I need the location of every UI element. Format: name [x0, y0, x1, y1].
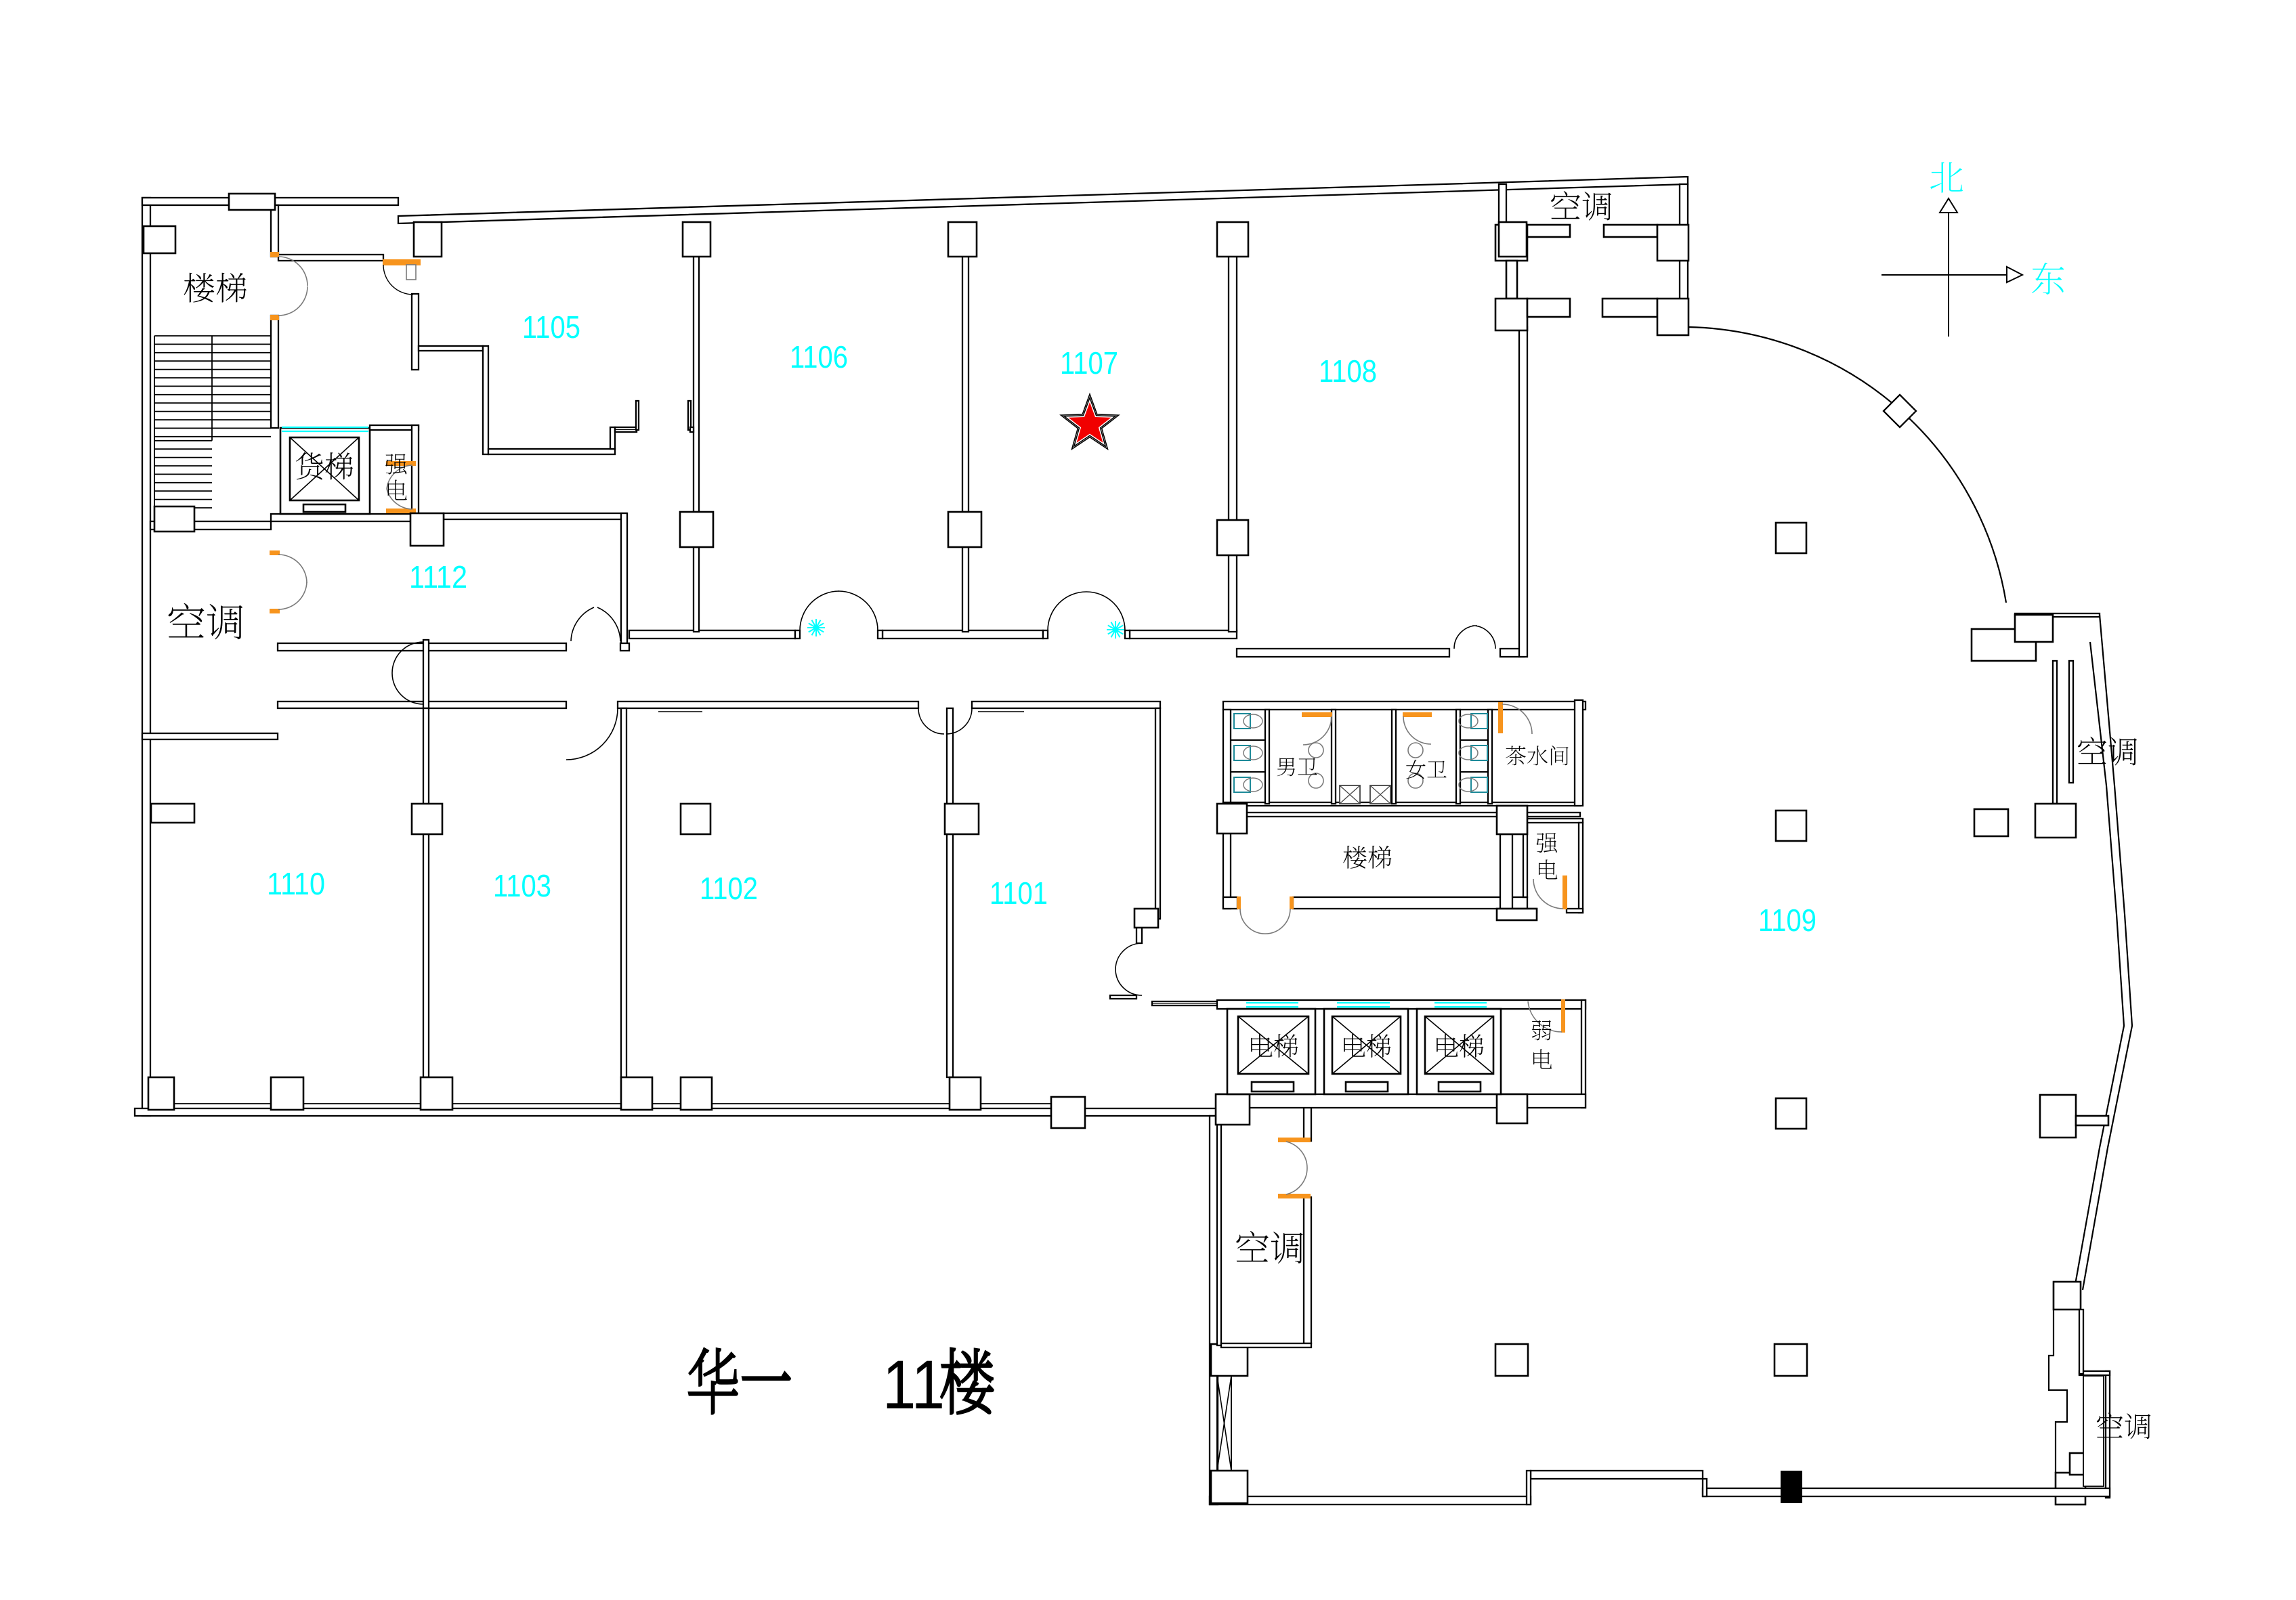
- svg-text:1101: 1101: [990, 875, 1048, 911]
- svg-text:1108: 1108: [1319, 353, 1377, 389]
- svg-text:1107: 1107: [1060, 345, 1118, 381]
- svg-text:1109: 1109: [1758, 903, 1816, 938]
- svg-text:1102: 1102: [700, 871, 758, 906]
- svg-text:1106: 1106: [790, 339, 848, 374]
- svg-text:11: 11: [883, 1346, 945, 1423]
- svg-text:1110: 1110: [267, 866, 325, 901]
- svg-text:1112: 1112: [409, 559, 467, 594]
- svg-text:1103: 1103: [493, 868, 551, 903]
- svg-text:1105: 1105: [522, 309, 580, 345]
